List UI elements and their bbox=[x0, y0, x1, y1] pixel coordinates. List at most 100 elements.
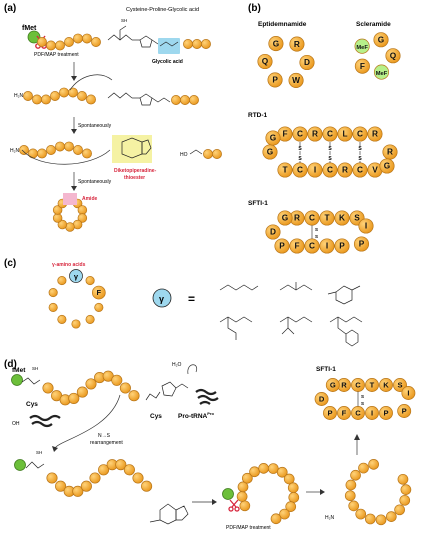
ring-bead bbox=[249, 466, 260, 478]
sh-label-d2: SH bbox=[36, 450, 42, 455]
cpg-structure bbox=[107, 25, 159, 48]
residue-letter: G bbox=[330, 381, 336, 390]
residue-letter: F bbox=[360, 62, 365, 71]
residue-letter: P bbox=[339, 242, 345, 251]
ring-bead bbox=[52, 205, 63, 215]
residue-letter: F bbox=[294, 242, 299, 251]
ring-bead bbox=[71, 319, 81, 329]
chain-bead bbox=[72, 485, 84, 497]
amide-highlight bbox=[63, 193, 77, 205]
ring-bead bbox=[364, 513, 376, 525]
gamma-bead: γ bbox=[69, 269, 83, 283]
residue-letter: F bbox=[342, 409, 347, 418]
ns-label-1: N→S bbox=[98, 433, 111, 439]
h2n-label-d: H₂N bbox=[325, 515, 335, 521]
residue-letter: Q bbox=[390, 51, 397, 60]
residue-letter: C bbox=[309, 242, 315, 251]
dkp-label-1: Diketopiperadine- bbox=[114, 168, 157, 174]
sfti1-title-d: SFTI-1 bbox=[316, 366, 336, 373]
residue-letter: C bbox=[309, 214, 315, 223]
residue-letter: R bbox=[294, 40, 300, 49]
residue-bead: G bbox=[265, 130, 281, 146]
residue-bead: T bbox=[319, 210, 335, 226]
residue-bead: C bbox=[322, 162, 338, 178]
residue-bead: Q bbox=[257, 53, 273, 70]
chain-bead bbox=[64, 37, 74, 47]
disulfide-s: S bbox=[315, 227, 318, 232]
chain-bead bbox=[50, 91, 60, 101]
chain-bead bbox=[86, 94, 96, 105]
residue-bead: C bbox=[292, 126, 308, 142]
residue-letter: C bbox=[355, 381, 361, 390]
ring-bead bbox=[57, 276, 67, 286]
residue-bead: K bbox=[379, 378, 393, 392]
bead-chain-a1b bbox=[183, 39, 211, 49]
ring-bead bbox=[258, 463, 269, 474]
residue-letter: C bbox=[297, 130, 303, 139]
residue-letter: K bbox=[383, 381, 389, 390]
residue-bead: R bbox=[382, 144, 398, 160]
fmet-label: fMet bbox=[22, 25, 37, 32]
disulfide-s: S bbox=[361, 394, 364, 399]
residue-bead: C bbox=[322, 126, 338, 142]
trna-icon-2 bbox=[195, 388, 219, 405]
scleramide-title: Scleramide bbox=[356, 21, 391, 28]
spontaneously-1: Spontaneously bbox=[78, 123, 112, 129]
residue-bead: K bbox=[334, 210, 350, 226]
f-bead: F bbox=[91, 285, 106, 300]
residue-letter: V bbox=[372, 166, 378, 175]
disulfide-s: S bbox=[358, 156, 362, 162]
residue-bead: D bbox=[314, 392, 329, 406]
bead-chain-a2b bbox=[171, 95, 199, 105]
chain-bead bbox=[82, 148, 92, 159]
cpg-label: Cysteine-Proline-Glycolic acid bbox=[126, 7, 199, 13]
ring-bead bbox=[239, 500, 251, 512]
residue-letter: I bbox=[326, 242, 328, 251]
ring-bead bbox=[394, 504, 405, 516]
chain-bead bbox=[77, 91, 87, 101]
gamma-acids-label: γ-amino acids bbox=[52, 262, 86, 268]
cys-pro-structure bbox=[145, 381, 189, 401]
ring-bead bbox=[270, 513, 282, 525]
ring-bead bbox=[287, 482, 299, 494]
chain-bead bbox=[55, 480, 67, 492]
ring-bead bbox=[48, 288, 58, 298]
residue-bead: C bbox=[304, 238, 320, 254]
ring-bead bbox=[94, 302, 104, 312]
residue-letter: R bbox=[372, 130, 378, 139]
bead-chain-d2 bbox=[46, 459, 153, 497]
chain-bead bbox=[46, 145, 56, 155]
residue-bead: T bbox=[277, 162, 293, 178]
chain-bead bbox=[46, 472, 58, 484]
chain-bead bbox=[203, 149, 213, 159]
disulfide-s: S bbox=[315, 234, 318, 239]
chain-bead bbox=[141, 480, 153, 492]
residue-letter: P bbox=[402, 407, 407, 416]
ring-bead bbox=[237, 481, 249, 493]
residue-letter: I bbox=[371, 409, 373, 418]
panel-a-label: (a) bbox=[4, 3, 16, 14]
residue-letter: R bbox=[341, 381, 347, 390]
chain-bead bbox=[76, 386, 88, 398]
disulfide-s: S bbox=[358, 146, 362, 152]
residue-letter: P bbox=[327, 409, 332, 418]
residue-bead: F bbox=[289, 238, 305, 254]
h2n-label-1: H₂N bbox=[14, 93, 24, 99]
chain-bead bbox=[192, 39, 202, 49]
chain-bead bbox=[183, 39, 193, 49]
panel-a: (a) Cysteine-Proline-Glycolic acid fMet … bbox=[4, 3, 222, 232]
residue-bead: F bbox=[354, 58, 370, 74]
ring-bead bbox=[85, 314, 95, 324]
residue-bead: G bbox=[268, 36, 284, 52]
pdf-map-label-a: PDF/MAP treatment bbox=[34, 52, 79, 58]
chain-bead bbox=[171, 95, 181, 105]
ring-bead bbox=[285, 501, 297, 512]
structure-row2 bbox=[107, 92, 171, 106]
residue-letter: R bbox=[294, 214, 300, 223]
residue-letter: P bbox=[359, 240, 365, 249]
